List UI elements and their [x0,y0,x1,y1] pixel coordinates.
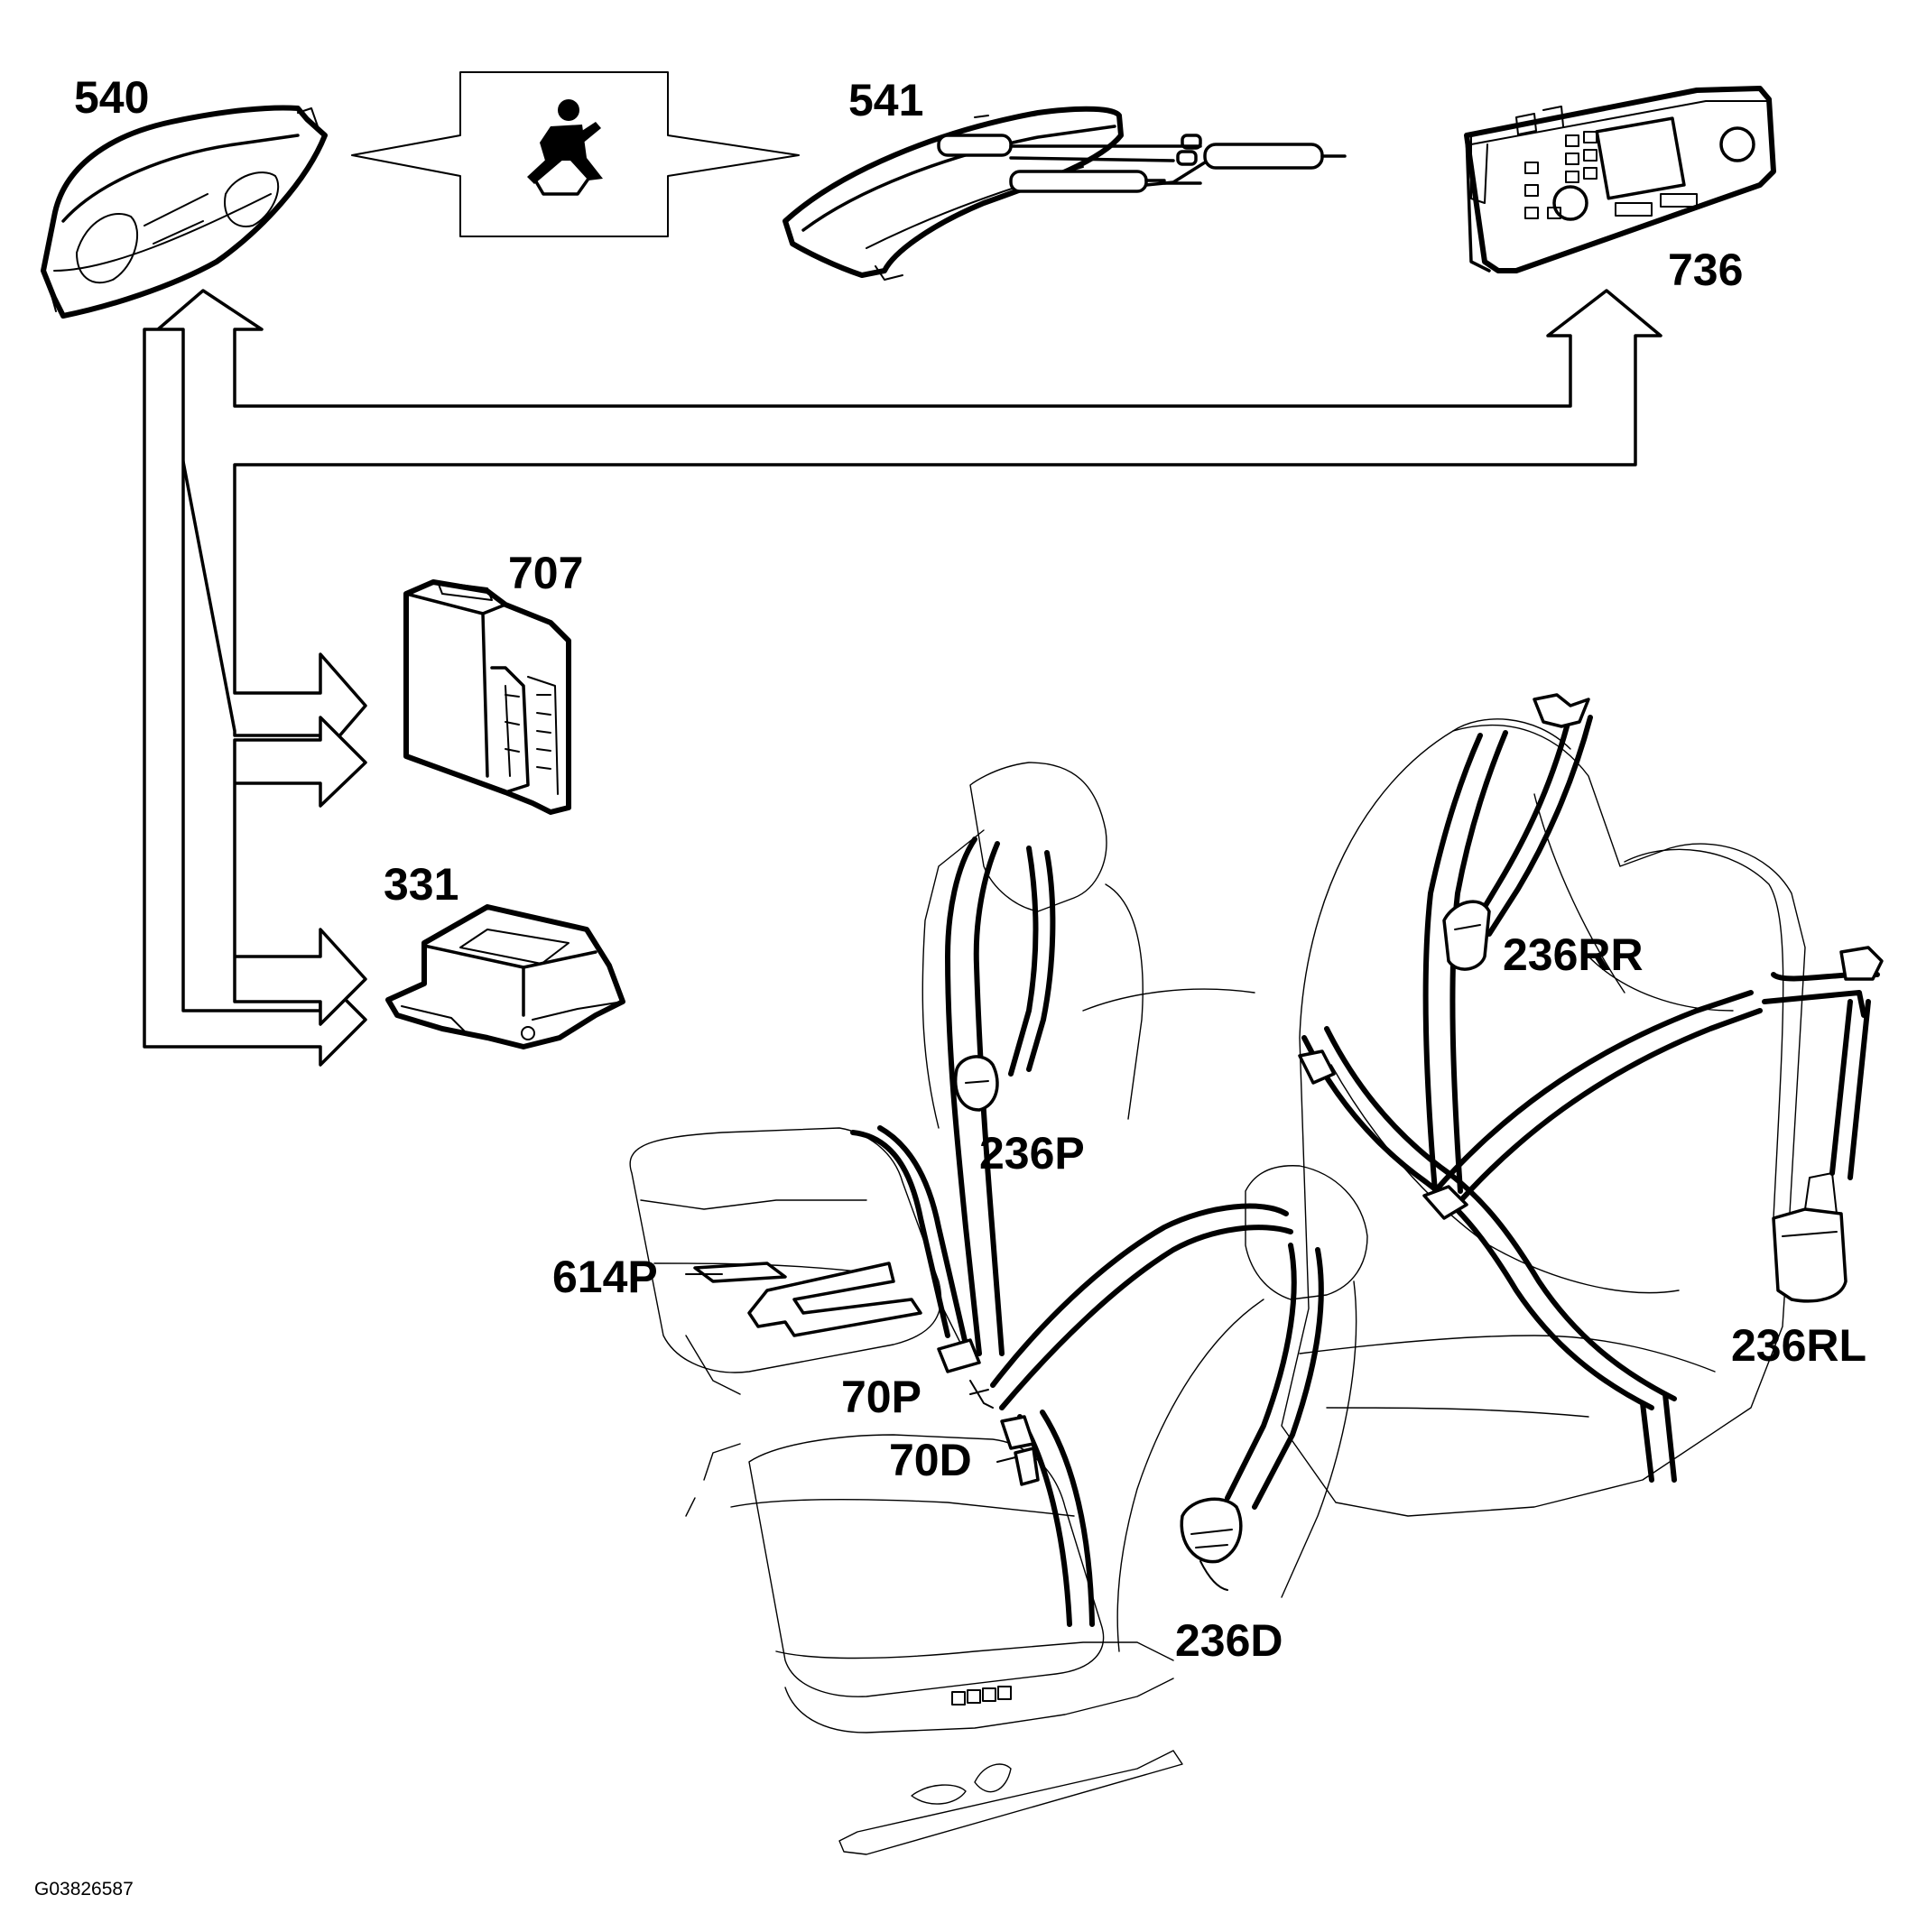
label-236p: 236P [979,1128,1085,1179]
control-panel-736 [1464,86,1776,273]
instrument-cluster-540 [41,105,328,319]
airbag-module-331 [385,904,625,1049]
label-540: 540 [74,72,149,123]
label-236rr: 236RR [1503,929,1644,980]
seatbelt-warning-icon [527,99,603,196]
label-236rl: 236RL [1731,1320,1866,1371]
label-707: 707 [508,548,583,598]
leader-lines [685,1273,1016,1463]
retractor-236d [1180,1497,1243,1591]
label-736: 736 [1668,245,1743,295]
rear-belt-anchors [1298,693,1884,1220]
occupancy-sensor-614p [693,1262,922,1337]
front-passenger-seat [629,762,1255,1395]
figure-code: G03826587 [34,1879,134,1900]
label-236d: 236D [1175,1615,1283,1666]
control-module-707 [403,579,571,815]
retractor-236rr [1442,900,1491,971]
belt-front-passenger [850,837,1056,1356]
label-70p: 70P [841,1372,921,1422]
belt-driver [990,1203,1324,1627]
bus-arrow-540-736 [156,289,1662,760]
label-70d: 70D [889,1435,972,1485]
driver-seat [685,1165,1368,1855]
bus-arrow-331 [233,716,367,1026]
seatbelt-reminder-callout [351,71,800,237]
label-331: 331 [384,859,458,910]
bus-arrow-main [143,328,367,1067]
buckle-70p-70d [937,1338,1040,1486]
retractor-236p [954,1055,999,1112]
connector-link [937,134,1347,193]
label-614p: 614P [552,1252,658,1302]
retractor-236rl [1772,1172,1848,1303]
seats-assembly [629,693,1884,1855]
label-541: 541 [848,75,923,125]
